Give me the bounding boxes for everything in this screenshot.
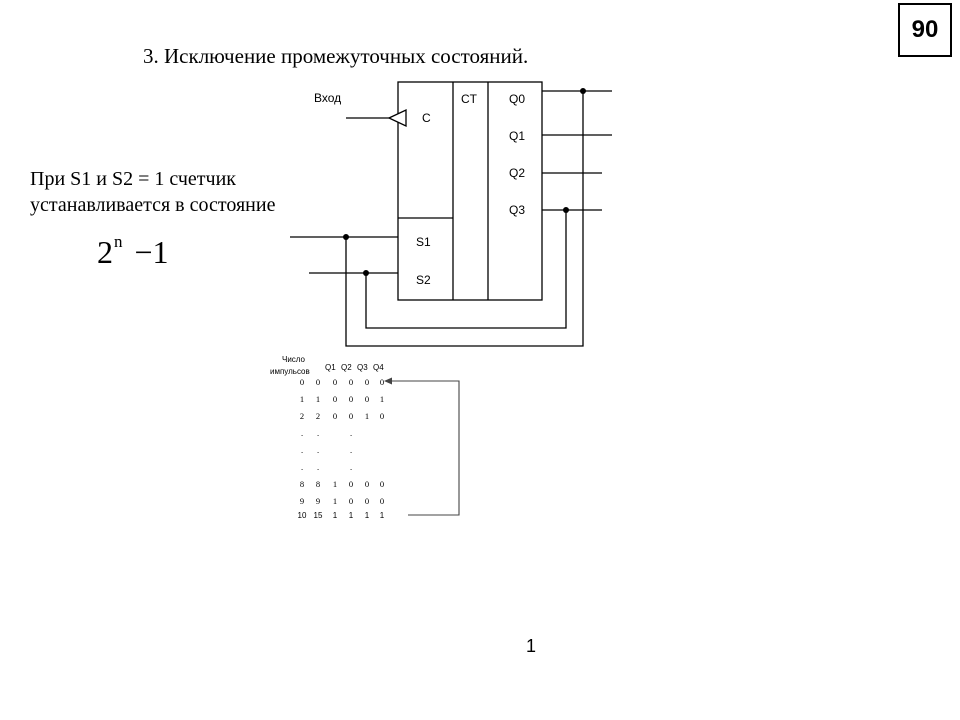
output-label-q3: Q3 [509, 203, 525, 217]
table-row: ... [300, 445, 353, 455]
formula-base: 2 [97, 234, 113, 270]
table-header-q4: Q4 [373, 363, 384, 372]
arrow-head-icon [384, 377, 392, 385]
clock-triangle-icon [387, 108, 407, 128]
output-label-q0: Q0 [509, 92, 525, 106]
junction-dot [580, 88, 586, 94]
input-label: Вход [314, 91, 341, 105]
output-label-q2: Q2 [509, 166, 525, 180]
junction-dot [363, 270, 369, 276]
junction-dot [563, 207, 569, 213]
formula: 2n −1 [97, 232, 169, 271]
formula-exponent: n [114, 232, 123, 251]
table-header-q1: Q1 [325, 363, 336, 372]
table-header-count-line1: Число [282, 355, 306, 364]
slide-heading: 3. Исключение промежуточных состояний. [143, 44, 529, 68]
table-header-count-line2: импульсов [270, 367, 310, 376]
feedback-loop-q3-to-s2 [365, 210, 567, 329]
feedback-loop-q0-to-s1 [345, 91, 584, 347]
counter-chip [397, 81, 543, 301]
page-number: 1 [526, 636, 537, 656]
set-input-label-s2: S2 [416, 273, 431, 287]
table-row: ... [300, 428, 353, 438]
output-label-q1: Q1 [509, 129, 525, 143]
junction-dot [343, 234, 349, 240]
table-header-q2: Q2 [341, 363, 352, 372]
table-header-q3: Q3 [357, 363, 368, 372]
chip-label: CT [461, 92, 478, 106]
formula-tail: −1 [134, 234, 169, 270]
set-input-label-s1: S1 [416, 235, 431, 249]
page-badge: 90 [898, 3, 952, 57]
table-row: ... [300, 462, 353, 472]
set-state-note: При S1 и S2 = 1 счетчик устанавливается … [30, 168, 276, 216]
clock-label: C [422, 111, 431, 125]
reset-arrow-line [390, 380, 460, 516]
